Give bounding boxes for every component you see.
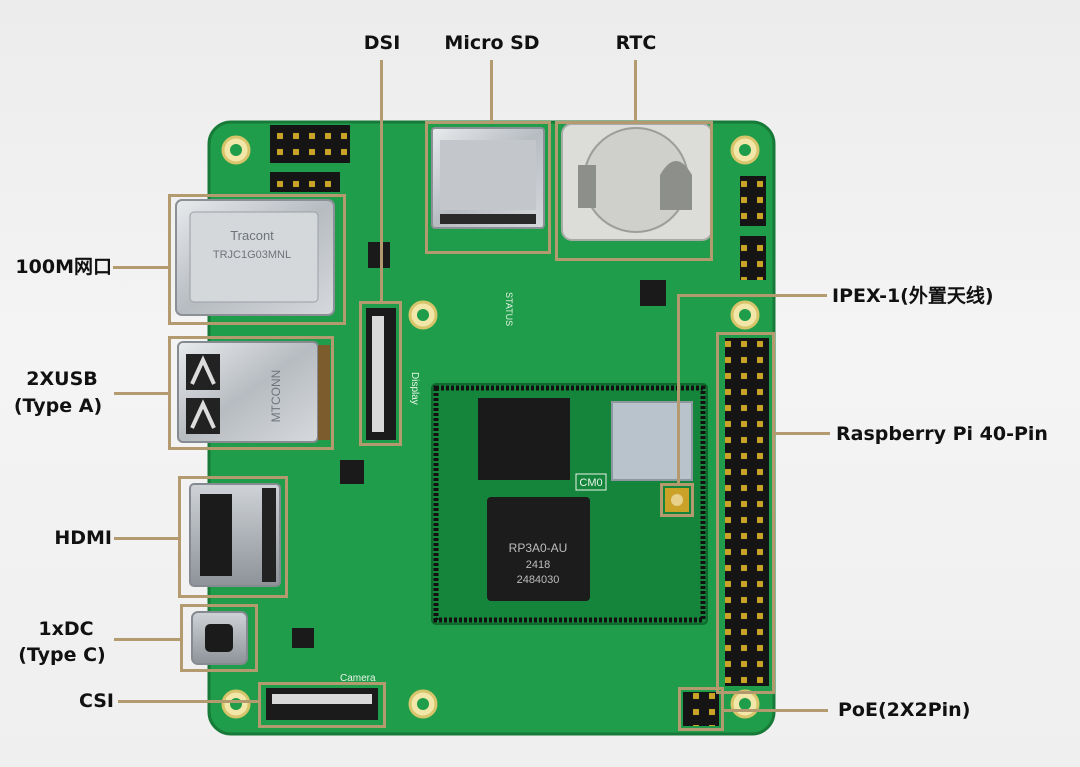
soc-lot: 2484030 [517,574,560,586]
top-pin-header [270,125,350,163]
display-silkscreen: Display [409,372,420,405]
label-gpio: Raspberry Pi 40-Pin [836,423,1048,445]
poe-header [683,692,719,726]
frame-microsd [425,121,551,254]
mounting-holes [221,135,760,719]
leader-dc [114,638,181,641]
leader-poe [724,709,828,712]
leader-ipex-h [677,294,827,297]
label-ethernet: 100M网口 [15,256,112,278]
label-csi: CSI [78,690,114,712]
usb-brand: MTCONN [269,370,283,423]
leader-ethernet [113,266,169,269]
label-usb-line1: 2XUSB [26,368,98,390]
frame-csi [258,682,386,728]
label-microsd: Micro SD [444,32,540,54]
ethernet-jack-brand: Tracont [230,228,274,243]
label-ipex: IPEX-1(外置天线) [832,285,994,307]
ram-chip [478,398,570,480]
frame-hdmi [178,476,288,598]
leader-gpio [774,432,830,435]
leader-dsi [380,60,383,302]
camera-silkscreen: Camera [340,673,376,684]
leader-hdmi [114,537,179,540]
label-usb-line2: (Type A) [13,395,103,417]
ethernet-jack-model: TRJC1G03MNL [213,249,291,261]
label-poe: PoE(2X2Pin) [838,699,971,721]
module-name: CM0 [579,477,602,489]
frame-dc [180,604,258,672]
soc-model: RP3A0-AU [509,541,568,555]
gpio-header [725,338,769,686]
label-hdmi: HDMI [54,527,112,549]
leader-csi [118,700,259,703]
label-dc-line2: (Type C) [18,644,106,666]
leader-ipex-v [677,294,680,484]
frame-rtc [555,121,713,261]
wifi-shield [611,401,693,481]
label-dsi: DSI [363,32,401,54]
soc-chip [487,497,590,601]
leader-rtc [634,60,637,122]
frame-ipex [660,483,694,517]
leader-usb [114,392,169,395]
label-rtc: RTC [615,32,657,54]
frame-gpio [716,332,775,694]
frame-usb [168,336,334,450]
frame-dsi [359,301,402,446]
frame-poe [678,687,724,731]
frame-ethernet [168,194,346,325]
label-dc-line1: 1xDC [38,618,94,640]
leader-microsd [490,60,493,122]
soc-date: 2418 [526,559,550,571]
status-silkscreen: STATUS [504,292,514,326]
